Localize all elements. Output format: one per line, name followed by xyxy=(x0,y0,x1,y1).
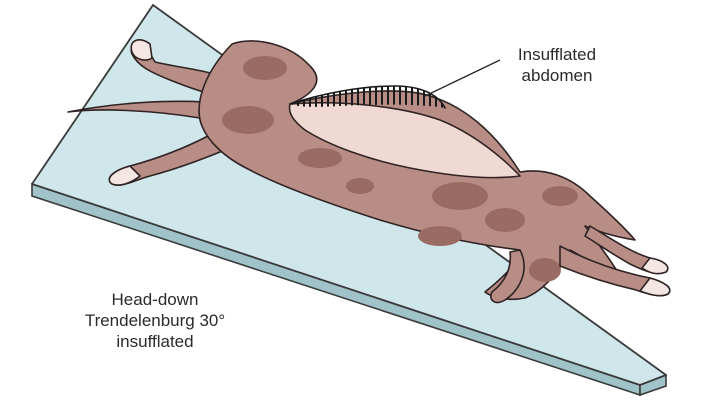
insufflated-abdomen-label: Insufflated abdomen xyxy=(497,44,617,86)
position-label-line1: Head-down xyxy=(40,289,270,310)
leader-line xyxy=(425,60,500,96)
insufflated-abdomen-label-line2: abdomen xyxy=(497,65,617,86)
position-label-line3: insufflated xyxy=(40,331,270,352)
position-label-line2: Trendelenburg 30° xyxy=(40,310,270,331)
insufflated-abdomen-label-line1: Insufflated xyxy=(497,44,617,65)
position-label: Head-down Trendelenburg 30° insufflated xyxy=(40,289,270,352)
